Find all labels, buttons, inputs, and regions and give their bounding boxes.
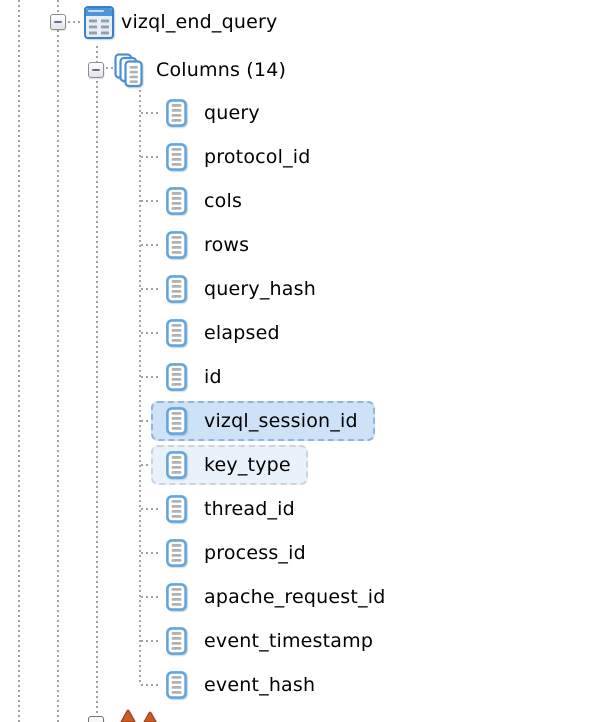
column-icon [166, 363, 187, 391]
tree-item-column[interactable]: process_id [151, 533, 323, 573]
collapse-toggle-columns[interactable] [88, 62, 104, 78]
column-label: thread_id [204, 497, 295, 520]
tree-connector-stub [141, 464, 158, 466]
tree-connector-stub [141, 332, 158, 334]
tree-connector-stub [141, 156, 158, 158]
column-icon [166, 495, 187, 523]
column-label: query [204, 101, 260, 124]
tree-connector-stub [141, 420, 158, 422]
tree-connector-stub [141, 244, 158, 246]
column-label: rows [204, 233, 250, 256]
tree-guide-line-columns-children [139, 90, 141, 685]
indexes-icon [118, 706, 160, 722]
tree-connector-stub [141, 596, 158, 598]
column-icon [166, 539, 187, 567]
column-label: query_hash [204, 277, 316, 300]
collapse-toggle-table[interactable] [50, 14, 66, 30]
collapse-toggle-partial-node[interactable] [88, 716, 104, 722]
tree-connector-stub [141, 552, 158, 554]
columns-folder-icon [114, 53, 146, 93]
tree-connector-stub [141, 508, 158, 510]
tree-item-column[interactable]: query_hash [151, 269, 333, 309]
tree-connector-stub [141, 376, 158, 378]
tree-guide-line-table [57, 0, 59, 722]
column-label: process_id [204, 541, 306, 564]
column-label: protocol_id [204, 145, 311, 168]
tree-connector-stub [106, 67, 114, 69]
column-label: id [204, 365, 222, 388]
column-label: elapsed [204, 321, 280, 344]
column-icon [166, 451, 187, 479]
table-icon [84, 6, 114, 43]
column-label: apache_request_id [204, 585, 386, 608]
column-icon [166, 671, 187, 699]
tree-item-column[interactable]: event_hash [151, 665, 332, 705]
column-icon [166, 407, 187, 435]
table-name-label[interactable]: vizql_end_query [121, 11, 278, 33]
tree-connector-stub [141, 288, 158, 290]
column-icon [166, 187, 187, 215]
tree-item-column[interactable]: cols [151, 181, 259, 221]
tree-item-column[interactable]: id [151, 357, 239, 397]
tree-connector-stub [141, 200, 158, 202]
tree-item-column[interactable]: thread_id [151, 489, 312, 529]
tree-guide-line-root [18, 0, 20, 722]
tree-item-column[interactable]: event_timestamp [151, 621, 390, 661]
column-icon [166, 319, 187, 347]
tree-item-column[interactable]: rows [151, 225, 266, 265]
column-icon [166, 143, 187, 171]
column-label: event_hash [204, 673, 316, 696]
tree-item-column[interactable]: query [151, 93, 277, 133]
tree-guide-line-table-children [96, 46, 98, 722]
tree-connector-stub [68, 21, 81, 23]
columns-folder-label[interactable]: Columns (14) [156, 59, 287, 81]
column-icon [166, 627, 187, 655]
column-label: vizql_session_id [204, 409, 358, 432]
tree-item-column[interactable]: vizql_session_id [151, 401, 375, 441]
column-icon [166, 583, 187, 611]
tree-connector-stub [141, 112, 158, 114]
tree-connector-stub [141, 684, 158, 686]
tree-item-column[interactable]: protocol_id [151, 137, 328, 177]
column-icon [166, 231, 187, 259]
tree-item-column[interactable]: key_type [151, 445, 308, 485]
column-label: cols [204, 189, 243, 212]
column-icon [166, 275, 187, 303]
column-label: event_timestamp [204, 629, 374, 652]
tree-connector-stub [141, 640, 158, 642]
column-label: key_type [204, 453, 291, 476]
column-icon [166, 99, 187, 127]
tree-item-column[interactable]: apache_request_id [151, 577, 403, 617]
tree-item-column[interactable]: elapsed [151, 313, 297, 353]
